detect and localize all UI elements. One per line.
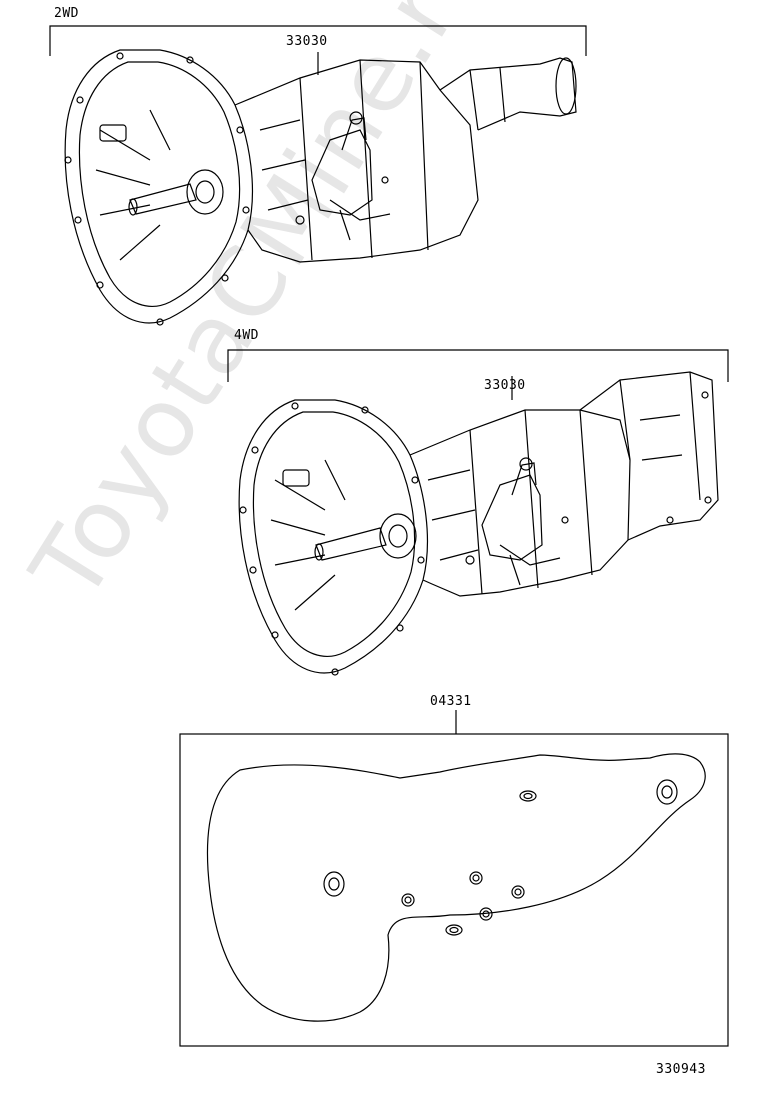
gasket-kit[interactable] [206, 753, 706, 1022]
bracket-2wd [49, 25, 587, 75]
transmission-2wd[interactable] [64, 49, 577, 326]
group-title-2wd: 2WD [54, 6, 79, 21]
bracket-4wd [227, 349, 729, 400]
group-title-4wd: 4WD [234, 328, 259, 343]
diagram-id: 330943 [656, 1062, 706, 1077]
transmission-4wd[interactable] [238, 371, 719, 676]
gasket-kit-box [179, 710, 729, 1047]
part-number-gasket-kit[interactable]: 04331 [430, 694, 472, 709]
part-number-2wd[interactable]: 33030 [286, 34, 328, 49]
part-number-4wd[interactable]: 33030 [484, 378, 526, 393]
